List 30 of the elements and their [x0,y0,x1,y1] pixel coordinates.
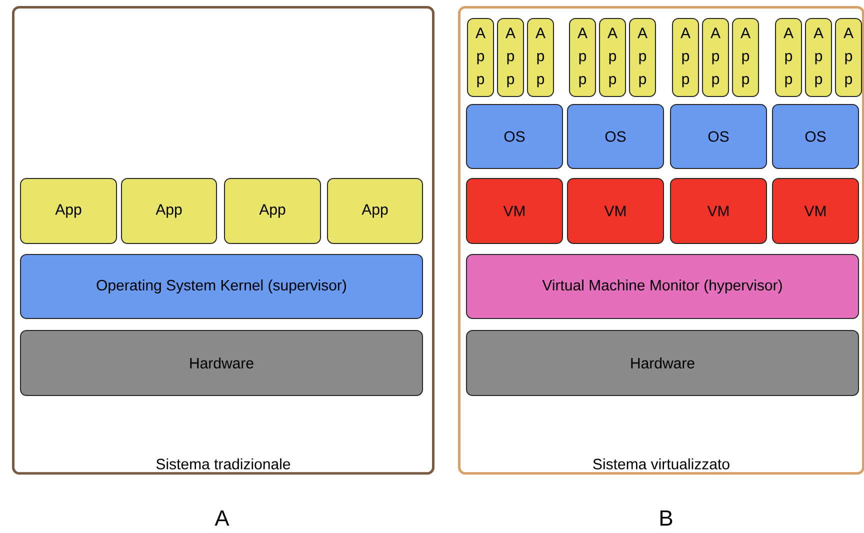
app-box: App [775,18,802,97]
os-box: OS [772,104,859,169]
hypervisor-box: Virtual Machine Monitor (hypervisor) [466,254,859,319]
vm-box: VM [670,178,767,244]
app-box: App [835,18,862,97]
app-box: App [20,178,117,244]
app-box: App [599,18,626,97]
app-box: App [224,178,321,244]
os-box: OS [670,104,767,169]
hardware-box: Hardware [20,330,423,396]
panel-letter: B [660,510,672,526]
hardware-box: Hardware [466,330,859,396]
vm-box: VM [466,178,563,244]
app-box: App [527,18,554,97]
app-box: App [569,18,596,97]
app-box: App [702,18,729,97]
app-box: App [497,18,524,97]
panel-letter: A [214,510,230,526]
app-box: App [672,18,699,97]
kernel-box: Operating System Kernel (supervisor) [20,254,423,319]
os-box: OS [466,104,563,169]
os-box: OS [567,104,664,169]
app-box: App [732,18,759,97]
app-box: App [805,18,832,97]
vm-box: VM [567,178,664,244]
app-box: App [467,18,494,97]
app-box: App [121,178,217,244]
vm-box: VM [772,178,859,244]
app-box: App [629,18,656,97]
app-box: App [327,178,423,244]
